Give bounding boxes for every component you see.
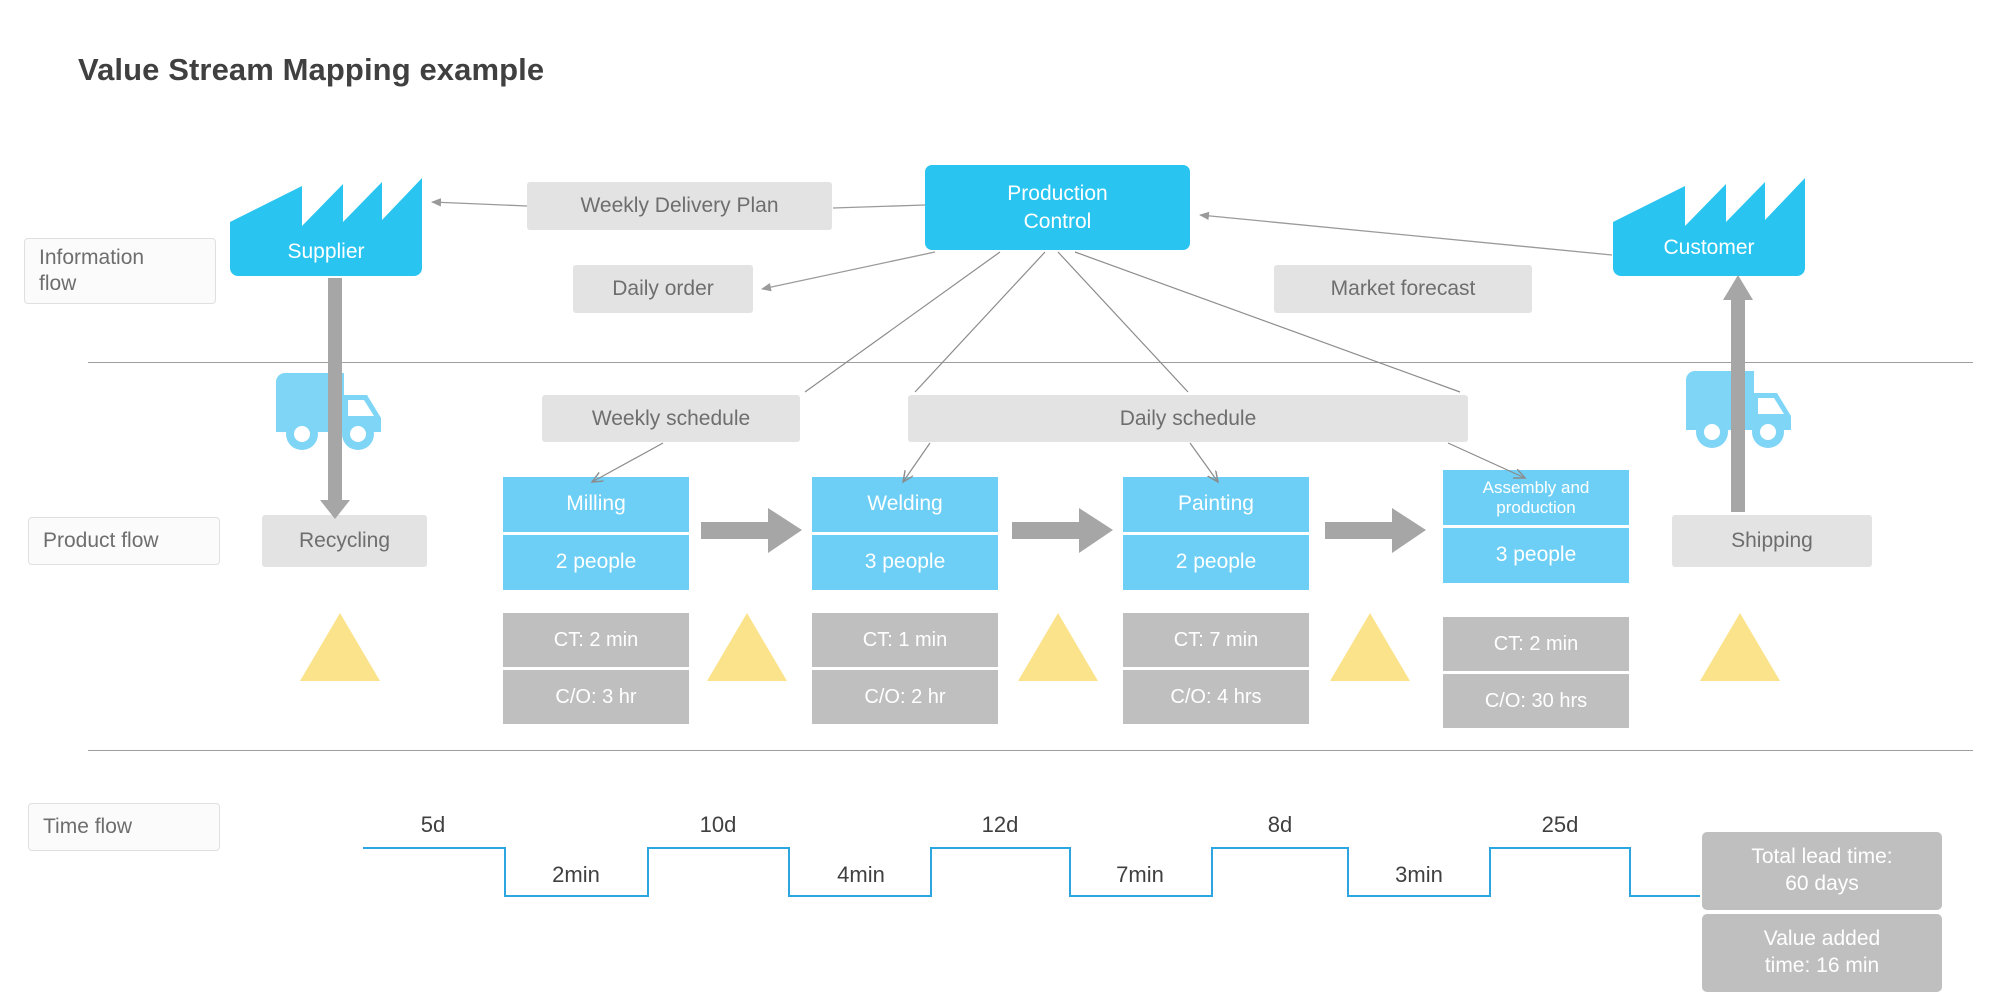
process-people: 2 people: [503, 535, 689, 590]
process-co: C/O: 2 hr: [812, 670, 998, 724]
ladder-wait-2: 10d: [699, 812, 737, 837]
process-box-painting[interactable]: Painting 2 people: [1123, 477, 1309, 590]
weekly-delivery-plan-box[interactable]: Weekly Delivery Plan: [527, 182, 832, 230]
total-lead-time-line-1: Total lead time:: [1751, 845, 1893, 869]
weekly-schedule-label: Weekly schedule: [591, 406, 751, 430]
daily-schedule-box[interactable]: Daily schedule: [908, 395, 1468, 442]
inventory-triangle-2: [707, 613, 787, 681]
line-pc-to-daily-schedule-mid: [1057, 251, 1189, 393]
inventory-triangle-4: [1330, 613, 1410, 681]
process-co: C/O: 4 hrs: [1123, 670, 1309, 724]
ladder-process-3: 7min: [1116, 862, 1164, 887]
ladder-wait-1: 5d: [420, 812, 446, 837]
lane-label-information-flow-text: Information flow: [39, 246, 145, 295]
shipping-flow-arrowhead: [1723, 275, 1753, 300]
supplier-truck-icon: [272, 370, 384, 462]
daily-schedule-label: Daily schedule: [1119, 406, 1257, 430]
data-box-welding: CT: 1 min C/O: 2 hr: [812, 613, 998, 724]
process-co: C/O: 3 hr: [503, 670, 689, 724]
recycling-label: Recycling: [298, 529, 391, 553]
market-forecast-box[interactable]: Market forecast: [1274, 265, 1532, 313]
customer-node[interactable]: Customer: [1613, 178, 1805, 276]
value-added-time-line-2: time: 16 min: [1764, 954, 1880, 977]
line-pc-to-daily-schedule-left: [914, 251, 1046, 393]
arrow-customer-to-pc: [1199, 211, 1613, 256]
data-box-assembly: CT: 2 min C/O: 30 hrs: [1443, 617, 1629, 728]
production-control-line-1: Production: [1007, 182, 1108, 206]
shipping-truck-icon: [1682, 368, 1794, 460]
lane-label-time-flow: Time flow: [28, 803, 220, 851]
weekly-schedule-box[interactable]: Weekly schedule: [542, 395, 800, 442]
lane-label-product-flow: Product flow: [28, 517, 220, 565]
daily-order-label: Daily order: [612, 277, 714, 301]
ladder-wait-3: 12d: [981, 812, 1019, 837]
process-people: 3 people: [1443, 528, 1629, 583]
process-co: C/O: 30 hrs: [1443, 674, 1629, 728]
lane-label-product-flow-text: Product flow: [43, 529, 159, 553]
process-box-milling[interactable]: Milling 2 people: [503, 477, 689, 590]
inventory-triangle-1: [300, 613, 380, 681]
ladder-process-2: 4min: [837, 862, 885, 887]
divider-information-product: [88, 362, 1973, 363]
supplier-node[interactable]: Supplier: [230, 178, 422, 276]
ladder-process-4: 3min: [1395, 862, 1443, 887]
ladder-wait-5: 25d: [1541, 812, 1579, 837]
inventory-triangle-5: [1700, 613, 1780, 681]
ladder-wait-4: 8d: [1267, 812, 1293, 837]
production-control-line-2: Control: [1023, 209, 1092, 233]
page-title: Value Stream Mapping example: [78, 52, 545, 87]
value-added-time-line-1: Value added: [1763, 927, 1881, 951]
market-forecast-label: Market forecast: [1330, 277, 1476, 301]
process-ct: CT: 1 min: [812, 613, 998, 667]
weekly-delivery-plan-label: Weekly Delivery Plan: [580, 194, 779, 218]
process-name: Welding: [812, 477, 998, 532]
inventory-triangle-3: [1018, 613, 1098, 681]
push-arrow-welding-painting: [1012, 508, 1113, 553]
lane-label-time-flow-text: Time flow: [43, 815, 133, 839]
process-name: Painting: [1123, 477, 1309, 532]
divider-product-time: [88, 750, 1973, 751]
daily-order-box[interactable]: Daily order: [573, 265, 753, 313]
data-box-milling: CT: 2 min C/O: 3 hr: [503, 613, 689, 724]
process-ct: CT: 7 min: [1123, 613, 1309, 667]
process-name: Assembly and production: [1443, 470, 1629, 525]
arrow-weekly-plan-to-supplier: [431, 198, 528, 207]
shipping-box[interactable]: Shipping: [1672, 515, 1872, 567]
process-box-welding[interactable]: Welding 3 people: [812, 477, 998, 590]
truck-icon: [276, 373, 381, 450]
process-people: 3 people: [812, 535, 998, 590]
shipping-label: Shipping: [1731, 529, 1813, 553]
factory-icon: [230, 178, 422, 276]
lane-label-information-flow: Information flow: [24, 238, 216, 304]
value-added-time-box: Value added time: 16 min: [1702, 914, 1942, 992]
total-lead-time-line-2: 60 days: [1785, 872, 1859, 895]
line-pc-to-weekly-plan: [832, 204, 926, 209]
factory-icon: [1613, 178, 1805, 276]
line-pc-to-weekly-schedule: [804, 251, 1001, 393]
process-ct: CT: 2 min: [1443, 617, 1629, 671]
truck-icon: [1686, 371, 1791, 448]
total-lead-time-box: Total lead time: 60 days: [1702, 832, 1942, 910]
process-people: 2 people: [1123, 535, 1309, 590]
push-arrow-milling-welding: [701, 508, 802, 553]
push-arrow-painting-assembly: [1325, 508, 1426, 553]
production-control-box[interactable]: Production Control: [925, 165, 1190, 250]
process-name: Milling: [503, 477, 689, 532]
recycling-box[interactable]: Recycling: [262, 515, 427, 567]
process-ct: CT: 2 min: [503, 613, 689, 667]
data-box-painting: CT: 7 min C/O: 4 hrs: [1123, 613, 1309, 724]
arrow-pc-to-daily-order: [761, 251, 936, 292]
ladder-process-1: 2min: [552, 862, 600, 887]
process-box-assembly[interactable]: Assembly and production 3 people: [1443, 470, 1629, 583]
